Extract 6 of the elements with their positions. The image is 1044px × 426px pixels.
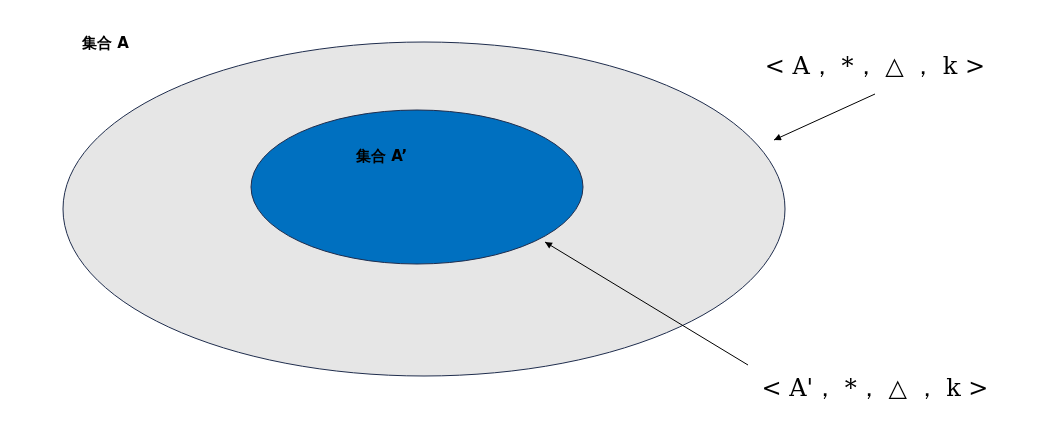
set-label: 集合 A’: [356, 147, 408, 166]
tuple-label: < A'， *， △ ， k >: [745, 368, 1005, 408]
arrow: [773, 93, 876, 141]
arrow: [544, 241, 749, 366]
set-label: 集合 A: [82, 34, 129, 53]
tuple-label: < A， *， △ ， k >: [750, 46, 1000, 86]
